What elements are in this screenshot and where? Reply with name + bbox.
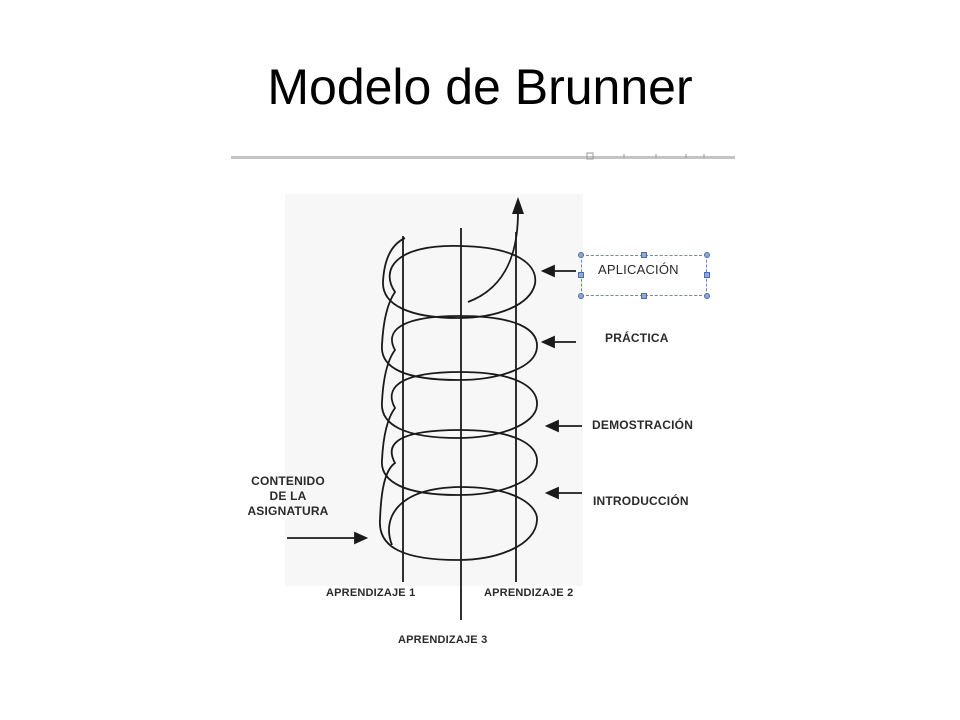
ruler-ticks [586, 152, 705, 160]
resize-handle-top-right[interactable] [704, 252, 710, 258]
resize-handle-right[interactable] [704, 272, 710, 278]
label-aprendizaje-1: APRENDIZAJE 1 [326, 587, 416, 599]
label-introduccion: INTRODUCCIÓN [593, 494, 689, 508]
resize-handle-bottom[interactable] [641, 293, 647, 299]
label-aprendizaje-2: APRENDIZAJE 2 [484, 587, 574, 599]
label-aprendizaje-3: APRENDIZAJE 3 [398, 634, 488, 646]
resize-handle-bottom-left[interactable] [578, 293, 584, 299]
resize-handle-bottom-right[interactable] [704, 293, 710, 299]
label-contenido: CONTENIDO DE LA ASIGNATURA [244, 474, 332, 519]
label-contenido-line3: ASIGNATURA [247, 504, 329, 518]
figure-background [285, 194, 583, 586]
label-aplicacion[interactable]: APLICACIÓN [598, 262, 679, 277]
label-practica: PRÁCTICA [605, 331, 669, 345]
label-demostracion: DEMOSTRACIÓN [592, 418, 694, 432]
label-contenido-line2: DE LA [269, 489, 307, 503]
spiral-tail [467, 211, 519, 303]
resize-handle-left[interactable] [578, 272, 584, 278]
learning-spiral [379, 237, 538, 561]
slide-title: Modelo de Brunner [267, 59, 693, 115]
label-contenido-line1: CONTENIDO [251, 474, 325, 488]
resize-handle-top-left[interactable] [578, 252, 584, 258]
resize-handle-top[interactable] [641, 252, 647, 258]
spiral-arrowhead [512, 197, 524, 214]
horizontal-rule [231, 156, 735, 159]
